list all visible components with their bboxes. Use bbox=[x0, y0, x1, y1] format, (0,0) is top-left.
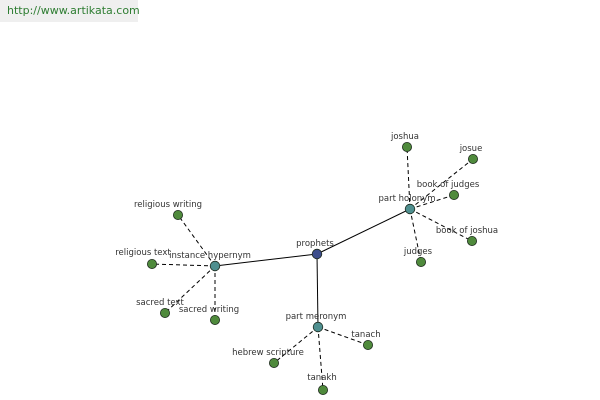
label-tanach: tanach bbox=[351, 330, 380, 340]
edge-holonym-judges bbox=[409, 208, 422, 263]
edge-prophets-instance bbox=[214, 253, 318, 267]
edge-instance-religious_text bbox=[151, 263, 216, 267]
edge-instance-religious_writing bbox=[177, 214, 216, 267]
edge-instance-sacred_text bbox=[164, 265, 216, 314]
node-prophets[interactable] bbox=[311, 248, 323, 260]
node-sacred-text[interactable] bbox=[159, 307, 170, 318]
node-judges[interactable] bbox=[415, 256, 426, 267]
label-meronym: part meronym bbox=[286, 312, 347, 322]
node-religious-text[interactable] bbox=[146, 258, 157, 269]
url-bar: http://www.artikata.com bbox=[0, 0, 140, 22]
node-religious-writing[interactable] bbox=[172, 209, 183, 220]
edge-meronym-tanach bbox=[317, 326, 369, 346]
label-book-of-judges: book of judges bbox=[417, 180, 480, 190]
edge-holonym-book_of_judges bbox=[409, 194, 455, 210]
edge-prophets-meronym bbox=[316, 253, 319, 328]
graph-edges bbox=[151, 146, 474, 391]
node-hebrew-scripture[interactable] bbox=[268, 357, 279, 368]
edge-holonym-book_of_joshua bbox=[409, 208, 473, 242]
label-josue: josue bbox=[459, 144, 483, 154]
label-prophets: prophets bbox=[296, 239, 334, 249]
label-holonym: part holonym bbox=[379, 194, 436, 204]
label-sacred-text: sacred text bbox=[136, 298, 184, 308]
label-sacred-writing: sacred writing bbox=[179, 305, 239, 315]
node-holonym[interactable] bbox=[404, 203, 416, 215]
node-book-of-joshua[interactable] bbox=[466, 235, 477, 246]
site-url-link[interactable]: http://www.artikata.com bbox=[7, 4, 140, 17]
edge-holonym-joshua bbox=[406, 146, 411, 210]
label-religious-text: religious text bbox=[115, 248, 171, 258]
node-tanakh[interactable] bbox=[317, 384, 328, 395]
label-book-of-joshua: book of joshua bbox=[436, 226, 498, 236]
label-judges: judges bbox=[403, 247, 433, 257]
edge-meronym-tanakh bbox=[317, 326, 324, 391]
node-joshua[interactable] bbox=[401, 141, 412, 152]
label-religious-writing: religious writing bbox=[134, 200, 202, 210]
label-hebrew-scripture: hebrew scripture bbox=[232, 348, 304, 358]
label-joshua: joshua bbox=[390, 132, 419, 142]
node-sacred-writing[interactable] bbox=[209, 314, 220, 325]
edge-meronym-hebrew_scripture bbox=[273, 326, 319, 364]
graph-nodes bbox=[146, 141, 478, 395]
label-instance: instance hypernym bbox=[169, 251, 251, 261]
edge-prophets-holonym bbox=[316, 208, 411, 255]
node-book-of-judges[interactable] bbox=[448, 189, 459, 200]
graph-labels: prophets instance hypernym part holonym par… bbox=[115, 132, 498, 383]
node-meronym[interactable] bbox=[312, 321, 324, 333]
node-tanach[interactable] bbox=[362, 339, 373, 350]
node-josue[interactable] bbox=[467, 153, 478, 164]
node-instance[interactable] bbox=[209, 260, 221, 272]
label-tanakh: tanakh bbox=[307, 373, 336, 383]
